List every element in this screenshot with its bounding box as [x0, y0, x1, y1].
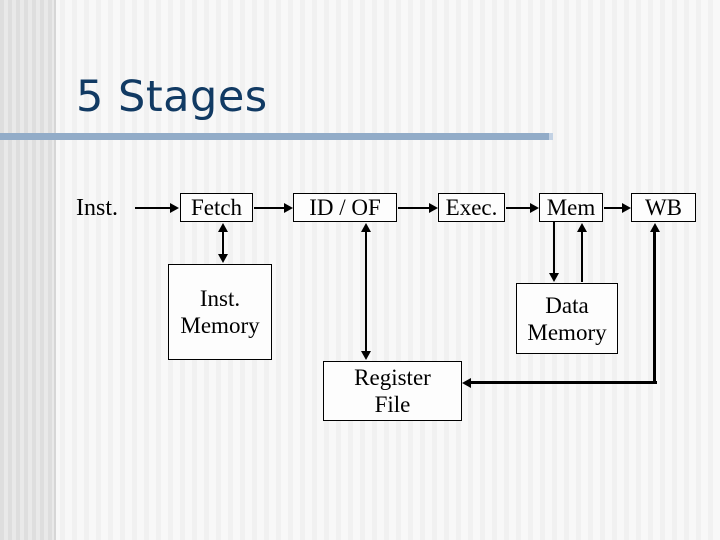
memory-label-line2: Memory — [527, 319, 607, 345]
arrow-datamemory-to-mem — [576, 223, 587, 282]
arrow-inst-to-fetch — [135, 202, 179, 213]
stage-box-mem: Mem — [539, 193, 603, 222]
arrow-down-icon — [548, 273, 559, 282]
arrow-fetch-to-idof — [254, 202, 293, 213]
arrow-shaft — [653, 230, 656, 384]
arrow-right-icon — [170, 202, 179, 213]
stage-box-wb: WB — [631, 193, 696, 222]
arrow-shaft — [364, 230, 367, 353]
title-underline — [0, 133, 553, 140]
memory-box-data-memory: Data Memory — [516, 283, 618, 354]
stage-box-exec: Exec. — [438, 193, 505, 222]
memory-label-line1: Data — [545, 292, 589, 318]
arrow-up-icon — [360, 223, 371, 232]
arrow-shaft — [470, 381, 657, 384]
arrow-up-icon — [649, 223, 660, 232]
arrow-up-icon — [576, 223, 587, 232]
arrow-right-icon — [622, 202, 631, 213]
memory-label-line1: Inst. — [199, 286, 241, 311]
arrow-left-icon — [462, 377, 471, 388]
stage-box-fetch: Fetch — [180, 193, 253, 222]
arrow-shaft — [221, 230, 224, 256]
arrow-up-icon — [217, 223, 228, 232]
arrow-shaft — [506, 206, 531, 209]
stage-label: Exec. — [445, 195, 498, 220]
arrow-down-icon — [217, 254, 228, 263]
stage-label: WB — [644, 195, 683, 220]
arrow-right-icon — [284, 202, 293, 213]
arrow-fetch-instmemory — [217, 223, 228, 263]
stage-label: Fetch — [190, 195, 243, 220]
memory-label-line2: Memory — [180, 313, 260, 338]
memory-box-inst-memory: Inst. Memory — [168, 264, 272, 360]
arrow-mem-to-datamemory — [548, 222, 559, 282]
arrow-shaft — [580, 230, 583, 282]
arrow-mem-to-wb — [604, 202, 631, 213]
arrow-idof-to-exec — [398, 202, 438, 213]
stage-box-id-of: ID / OF — [293, 193, 397, 222]
arrow-shaft — [604, 206, 623, 209]
arrow-idof-registerfile — [360, 223, 371, 360]
arrow-exec-to-mem — [506, 202, 539, 213]
arrow-right-icon — [530, 202, 539, 213]
arrow-shaft — [398, 206, 430, 209]
pinstripe-left-band — [0, 0, 56, 540]
page-title: 5 Stages — [76, 72, 268, 122]
arrow-wb-vertical — [649, 223, 660, 384]
stage-label: ID / OF — [309, 195, 381, 220]
arrow-right-icon — [429, 202, 438, 213]
arrow-shaft — [552, 222, 555, 275]
memory-label-line2: File — [374, 392, 411, 417]
arrow-down-icon — [360, 351, 371, 360]
stage-label: Mem — [546, 195, 596, 220]
arrow-shaft — [254, 206, 285, 209]
memory-label-line1: Register — [354, 365, 431, 390]
arrow-wb-to-registerfile — [462, 377, 657, 388]
arrow-shaft — [135, 206, 171, 209]
memory-box-register-file: Register File — [323, 361, 462, 421]
input-label: Inst. — [76, 195, 118, 221]
